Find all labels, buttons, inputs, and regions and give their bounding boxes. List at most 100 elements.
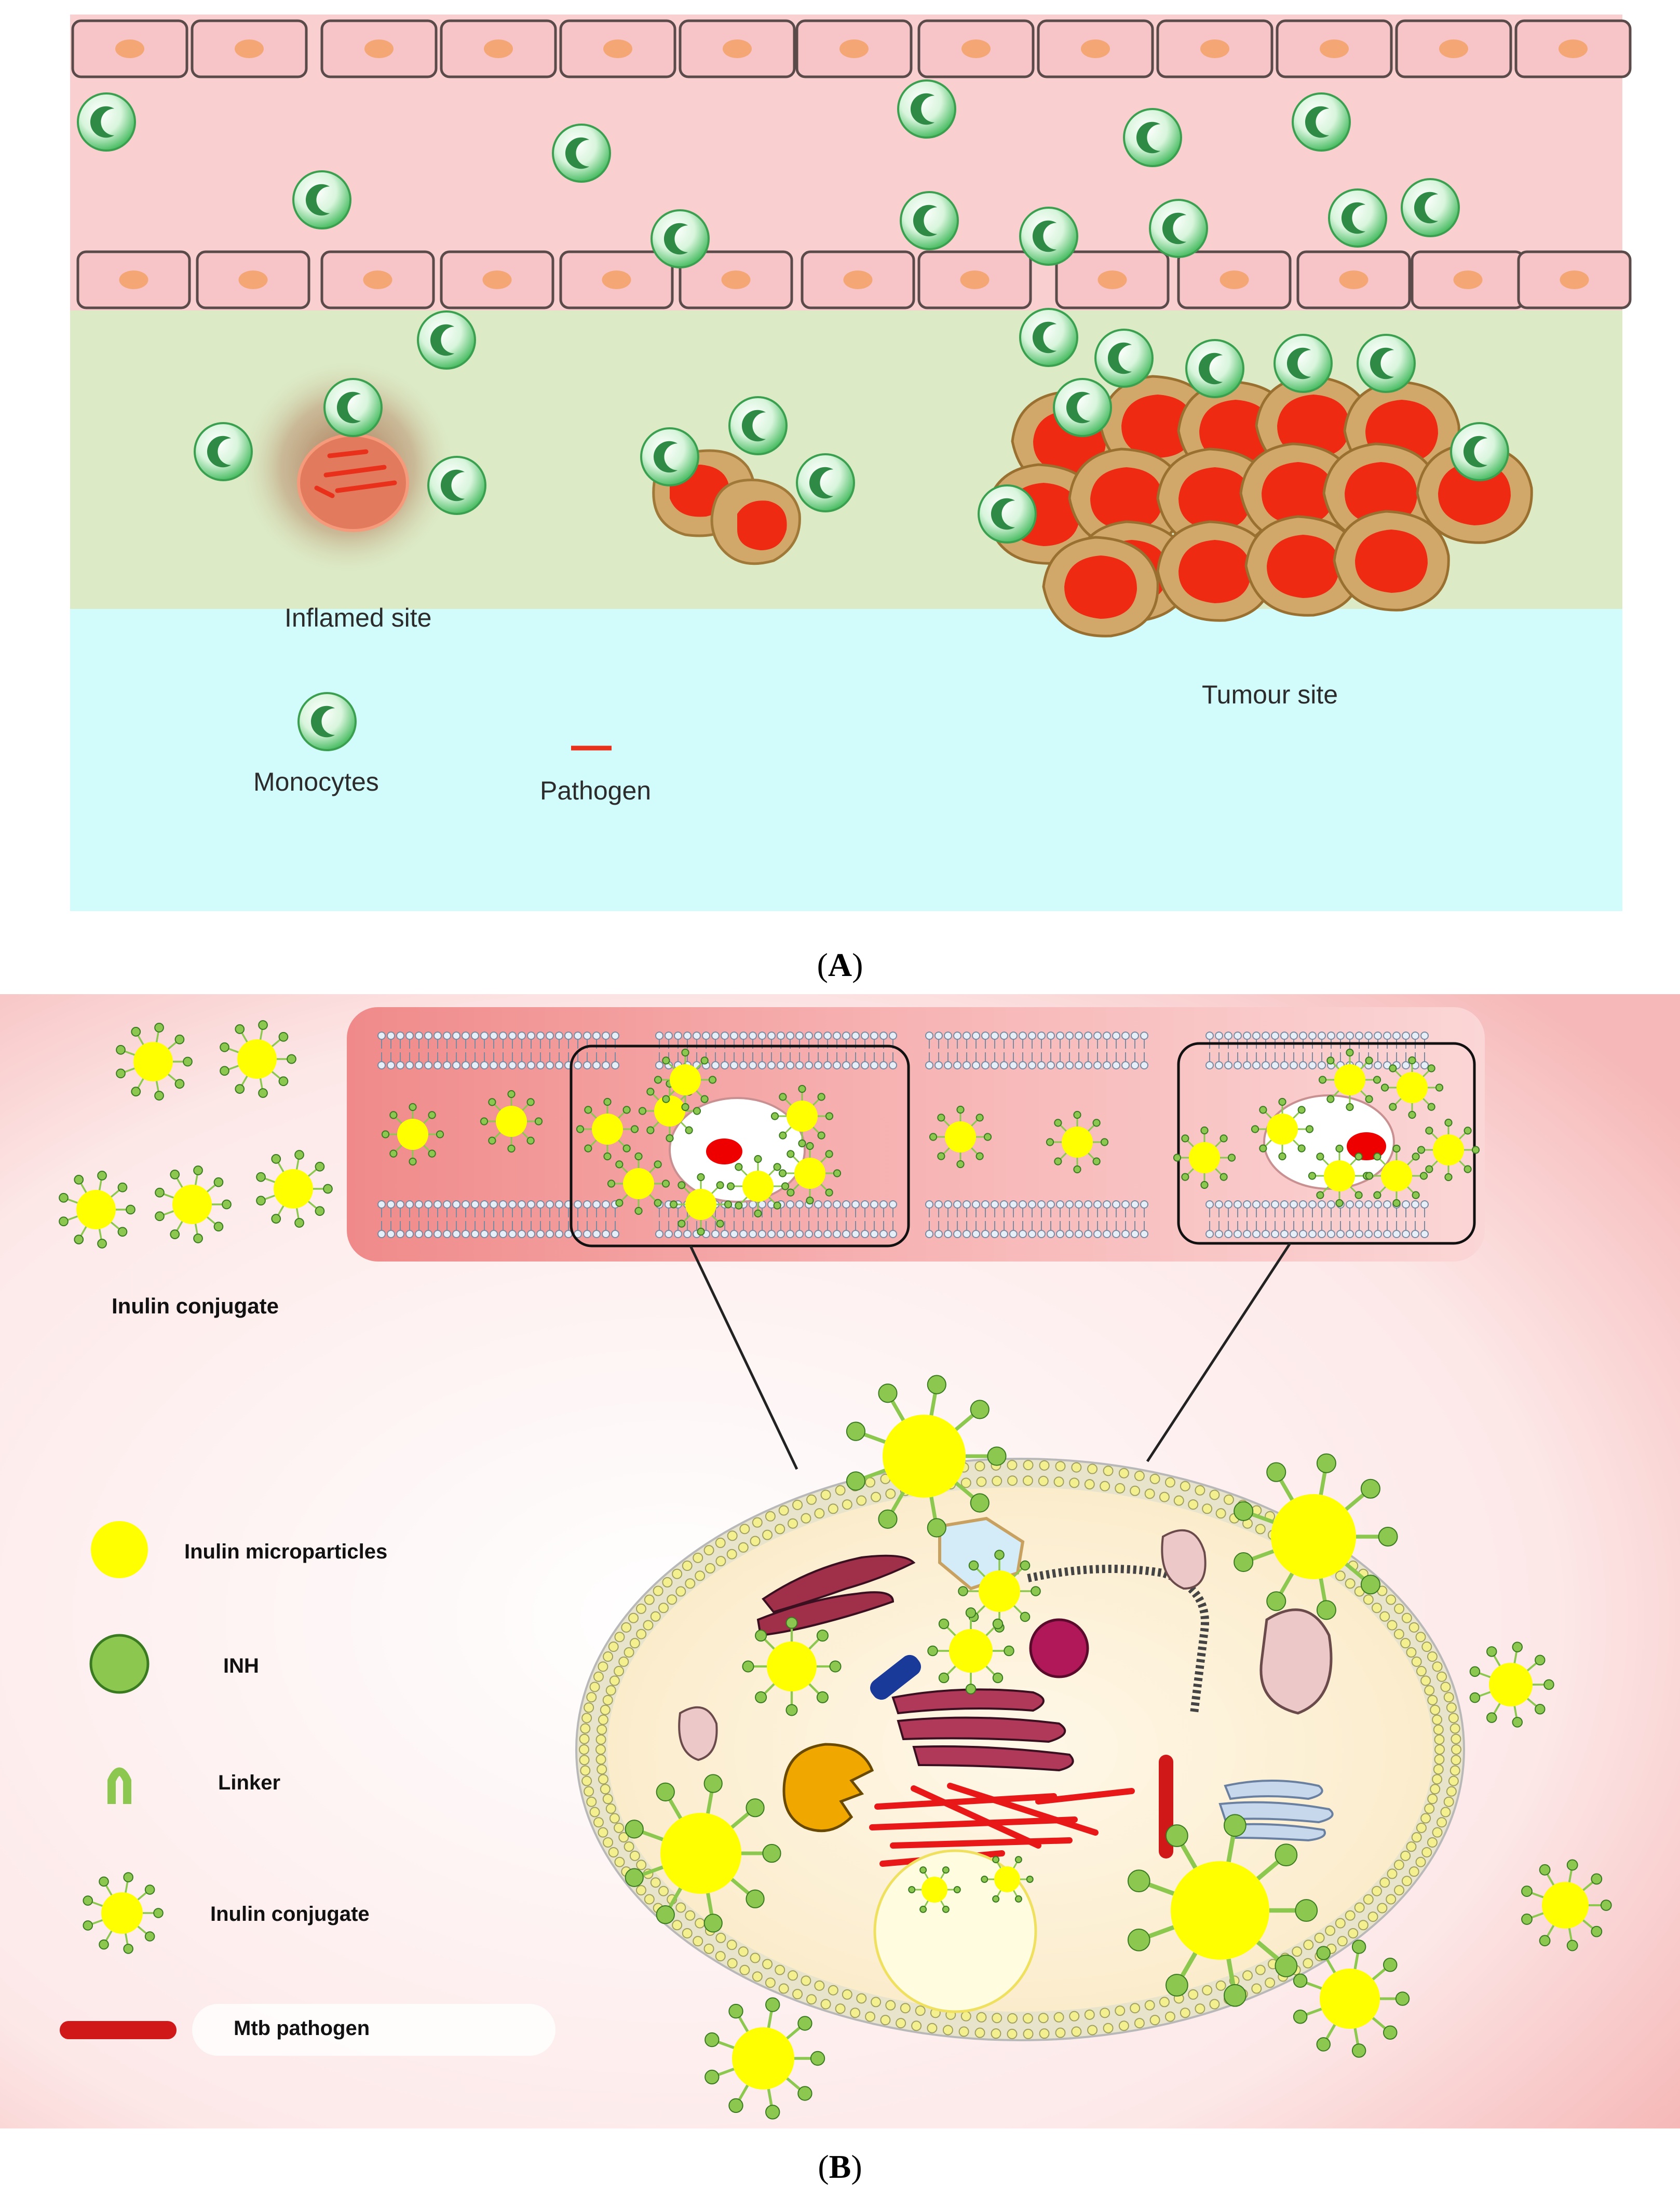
membrane-head-outer <box>1039 2028 1050 2039</box>
inh-molecule <box>213 1222 224 1232</box>
lipid-head <box>1112 1061 1120 1069</box>
membrane-head-inner <box>1379 1877 1390 1888</box>
inh-molecule <box>220 1042 229 1052</box>
linker <box>264 1195 275 1200</box>
inh-molecule <box>1351 1940 1366 1954</box>
inulin-microparticle <box>732 2027 794 2090</box>
linker <box>423 1145 430 1152</box>
membrane-head-outer <box>581 1775 592 1786</box>
membrane-head-inner <box>600 1704 611 1715</box>
lipid-head <box>879 1061 888 1069</box>
lipid-head <box>1028 1032 1036 1040</box>
linker <box>1256 1860 1280 1881</box>
inh-molecule <box>810 2051 825 2066</box>
inh-molecule <box>735 1201 743 1210</box>
membrane-head-inner <box>1084 2009 1095 2020</box>
lipid-head <box>1224 1032 1232 1040</box>
inh-molecule <box>625 1820 644 1839</box>
inulin-microparticle <box>1542 1882 1589 1929</box>
lipid-head <box>963 1230 971 1238</box>
inulin-conjugate <box>1380 1056 1444 1119</box>
lipid-head <box>711 1032 720 1040</box>
lipid-head <box>1215 1230 1223 1238</box>
membrane-head-inner <box>636 1629 647 1639</box>
membrane-head-outer <box>593 1817 604 1828</box>
inulin-microparticle <box>1271 1494 1356 1579</box>
inh-molecule <box>603 1152 612 1161</box>
inulin-conjugate <box>1293 1940 1410 2058</box>
inh-molecule <box>131 1087 141 1096</box>
membrane-head-outer <box>1251 1983 1262 1994</box>
lipid-head <box>1299 1061 1307 1069</box>
membrane-head-outer <box>586 1692 597 1703</box>
linker <box>740 1197 748 1204</box>
inh-molecule <box>1259 1144 1267 1152</box>
lipid-head <box>767 1061 776 1069</box>
lipid-head <box>795 1200 804 1209</box>
membrane-head-outer <box>1401 1612 1412 1623</box>
membrane-head-outer <box>1007 2028 1018 2039</box>
lipid-head <box>1262 1061 1270 1069</box>
linker <box>124 1067 135 1073</box>
lipid-head <box>1290 1230 1298 1238</box>
membrane-head-outer <box>603 1837 614 1848</box>
lipid-head <box>963 1200 971 1209</box>
linker <box>1279 1479 1294 1501</box>
membrane-head-inner <box>675 1902 686 1913</box>
lipid-head <box>1327 1032 1335 1040</box>
linker <box>768 1197 776 1204</box>
lipid-head <box>1000 1200 1008 1209</box>
membrane-head-outer <box>1386 1894 1397 1905</box>
lipid-head <box>1075 1230 1083 1238</box>
inh-molecule <box>878 1509 898 1529</box>
linker <box>1493 1654 1501 1666</box>
monocyte <box>1273 334 1333 393</box>
membrane-head-inner <box>629 1850 640 1861</box>
inh-molecule <box>97 1239 107 1249</box>
lipid-head <box>1271 1200 1279 1209</box>
lipid-head <box>925 1200 933 1209</box>
lipid-head <box>944 1230 952 1238</box>
linker <box>890 1491 905 1513</box>
endothelial-nucleus <box>1560 270 1589 289</box>
lipid-head <box>1355 1230 1363 1238</box>
lipid-head <box>777 1230 785 1238</box>
inh-molecule <box>315 1206 325 1216</box>
linker <box>1546 1924 1555 1937</box>
membrane-head-outer <box>1149 1473 1160 1484</box>
lipid-head <box>592 1032 601 1040</box>
inh-molecule <box>992 1672 1004 1684</box>
membrane-head-outer <box>1446 1702 1457 1713</box>
membrane-head-inner <box>1379 1611 1390 1622</box>
linker <box>1147 1882 1175 1896</box>
lipid-head <box>443 1061 451 1069</box>
linker <box>954 1481 975 1499</box>
inh-molecule <box>666 1134 674 1143</box>
inh-molecule <box>654 1199 662 1207</box>
inh-molecule <box>193 1165 203 1175</box>
linker <box>277 1205 284 1216</box>
centriole <box>870 1654 922 1700</box>
membrane-head-inner <box>624 1647 634 1658</box>
membrane-head-outer <box>1451 1755 1461 1766</box>
inh-molecule <box>1444 1173 1453 1182</box>
lipid-head <box>1355 1032 1363 1040</box>
linker <box>763 1683 775 1695</box>
inh-molecule <box>833 1169 842 1177</box>
inh-molecule <box>728 2098 743 2113</box>
membrane-head-outer <box>739 1524 750 1535</box>
inh-molecule <box>1365 1095 1373 1103</box>
inh-molecule <box>526 1136 535 1145</box>
lipid-head <box>1252 1230 1261 1238</box>
linker <box>1350 1186 1357 1194</box>
inh-molecule <box>965 1684 977 1694</box>
inulin-microparticle <box>945 1121 976 1152</box>
lipid-head <box>991 1230 999 1238</box>
lipid-head <box>1374 1032 1382 1040</box>
linker <box>1322 1186 1329 1194</box>
linker <box>976 1605 985 1615</box>
inh-molecule <box>981 1876 988 1883</box>
lipid-head <box>944 1032 952 1040</box>
membrane-head-outer <box>1023 1460 1034 1471</box>
linker <box>820 1156 828 1163</box>
